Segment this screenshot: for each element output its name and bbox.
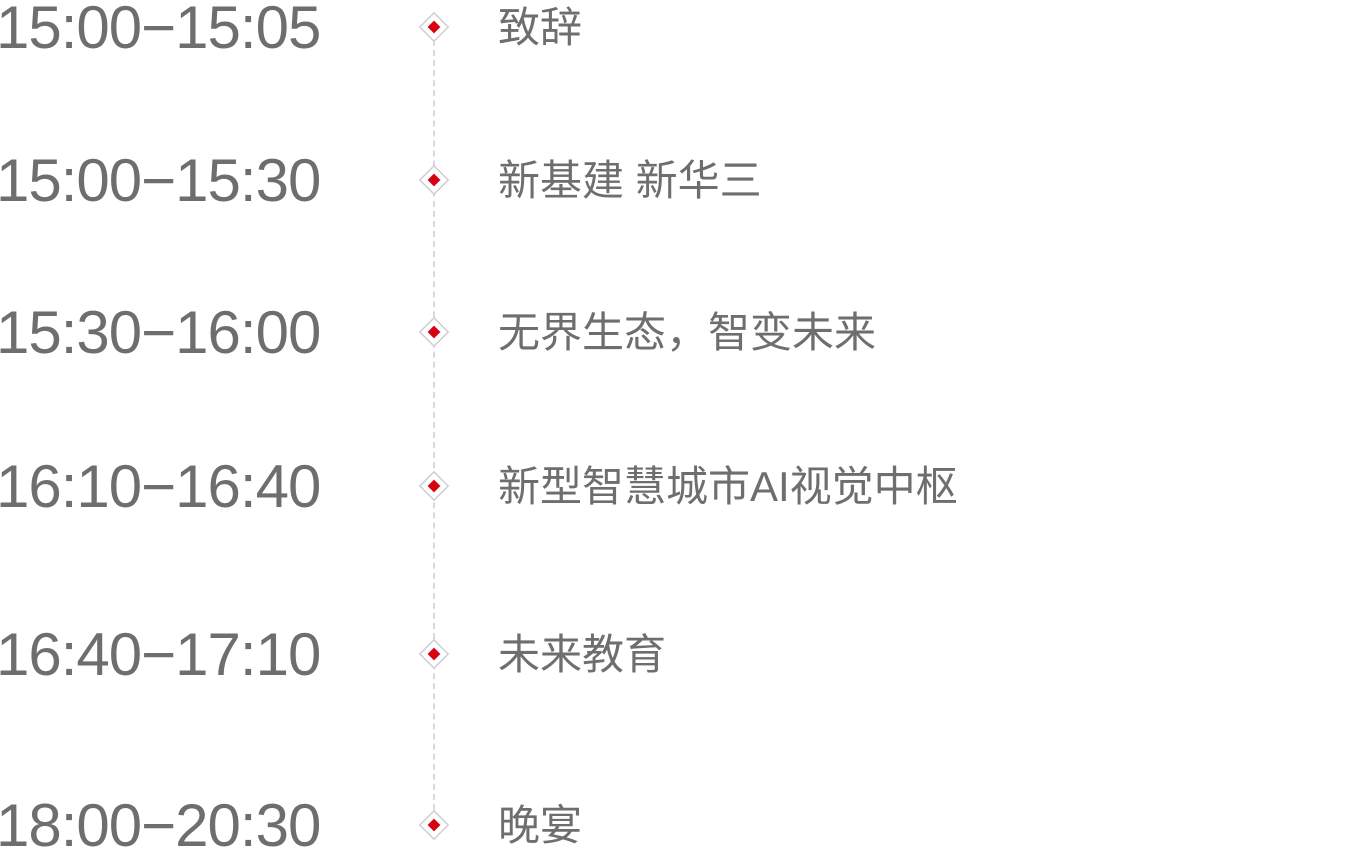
agenda-title: 晚宴 (498, 802, 583, 849)
agenda-time: 18:00−20:30 (0, 792, 321, 859)
diamond-marker-icon (418, 316, 450, 348)
agenda-item: 15:00−15:30 新基建 新华三 (0, 151, 1360, 211)
agenda-item: 18:00−20:30 晚宴 (0, 796, 1360, 856)
agenda-time: 16:40−17:10 (0, 621, 321, 688)
agenda-title: 未来教育 (498, 631, 667, 678)
diamond-marker-icon (418, 470, 450, 502)
agenda-title: 致辞 (498, 4, 583, 51)
agenda-time: 15:00−15:05 (0, 0, 321, 61)
diamond-marker-icon (418, 809, 450, 841)
agenda-item: 16:40−17:10 未来教育 (0, 625, 1360, 685)
agenda-item: 16:10−16:40 新型智慧城市AI视觉中枢 (0, 457, 1360, 517)
agenda-title: 新型智慧城市AI视觉中枢 (498, 463, 958, 510)
agenda-time: 15:00−15:30 (0, 147, 321, 214)
diamond-marker-icon (418, 638, 450, 670)
diamond-marker-icon (418, 11, 450, 43)
agenda-title: 无界生态，智变未来 (498, 309, 877, 356)
agenda-item: 15:00−15:05 致辞 (0, 0, 1360, 58)
timeline-dashed-line (433, 30, 435, 830)
agenda-time: 15:30−16:00 (0, 299, 321, 366)
diamond-marker-icon (418, 164, 450, 196)
agenda-item: 15:30−16:00 无界生态，智变未来 (0, 303, 1360, 363)
agenda-title: 新基建 新华三 (498, 157, 762, 204)
agenda-time: 16:10−16:40 (0, 453, 321, 520)
